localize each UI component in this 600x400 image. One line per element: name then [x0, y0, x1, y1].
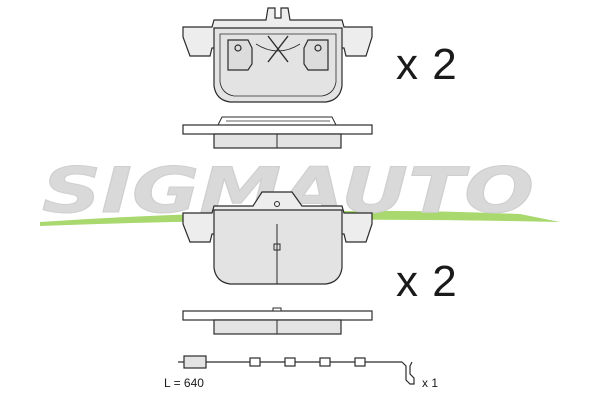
bottom-pad-side-view — [182, 307, 373, 335]
bottom-pad-quantity-label: x 2 — [396, 257, 458, 306]
top-pad-side-plate — [182, 124, 373, 135]
top-pad-right-clip — [303, 39, 329, 71]
wear-sensor-clip-1 — [249, 357, 261, 367]
wear-sensor-clip-2 — [284, 357, 296, 367]
top-pad-right-rivet — [314, 44, 322, 52]
bottom-pad-friction-block — [213, 209, 343, 285]
top-pad-quantity-label: x 2 — [396, 40, 458, 89]
wear-sensor-clip-4 — [354, 357, 366, 367]
sensor-quantity-label: x 1 — [422, 376, 439, 390]
wear-sensor-clip-3 — [319, 357, 331, 367]
bottom-pad-slot-marker — [273, 243, 281, 251]
top-pad-left-rivet — [234, 44, 242, 52]
bottom-pad-front-view — [182, 191, 373, 285]
bottom-pad-side-plate — [182, 310, 373, 321]
top-pad-side-clip — [217, 116, 337, 126]
wear-sensor-cable-end — [401, 361, 415, 385]
top-pad-front-view — [182, 7, 373, 103]
top-pad-left-clip — [227, 39, 253, 71]
bottom-pad-top-hole — [274, 201, 280, 207]
top-pad-center-curve — [255, 43, 301, 52]
wear-sensor-connector — [183, 355, 207, 369]
top-pad-x-marking — [267, 35, 289, 63]
bottom-pad-side-notch — [272, 307, 282, 312]
wear-sensor — [178, 355, 415, 385]
top-pad-inner-contour — [219, 33, 337, 97]
sensor-length-label: L = 640 — [164, 376, 204, 390]
top-pad-side-view — [182, 116, 373, 149]
